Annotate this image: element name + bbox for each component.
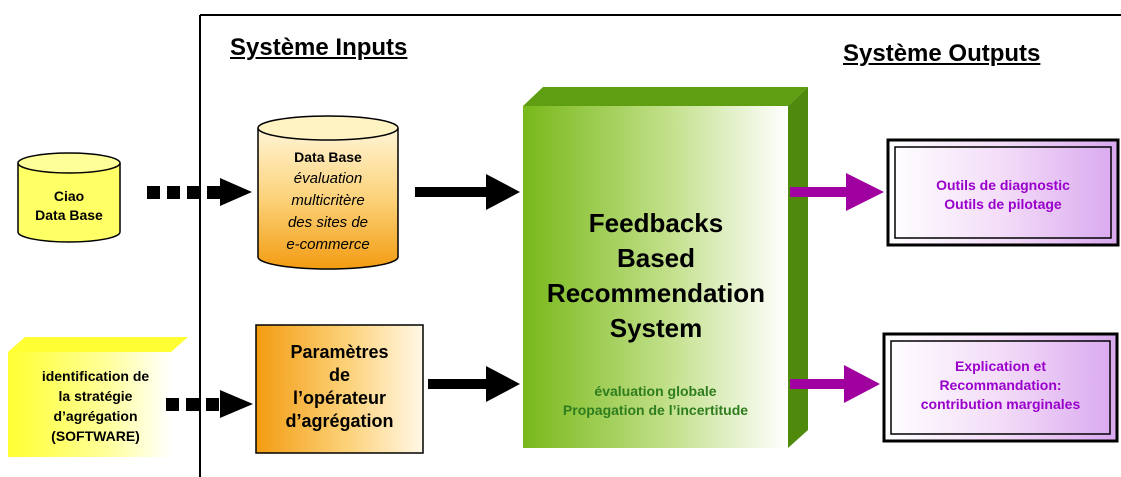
main-database-line2: multicritère xyxy=(291,192,365,209)
parametres-box xyxy=(255,324,424,454)
dotted-arrow-identification-to-parametres xyxy=(166,390,253,418)
system-line1: Feedbacks xyxy=(588,208,724,238)
system-line3: Recommendation xyxy=(546,278,766,308)
dotted-arrow-ciao-to-db xyxy=(147,178,252,206)
system-sublabel: évaluation globale Propagation de l’ince… xyxy=(523,382,788,420)
output-1-label: Outils de diagnostic Outils de pilotage xyxy=(895,176,1111,214)
identification-line2: la stratégie xyxy=(58,388,133,404)
main-database-line1: évaluation xyxy=(293,170,363,187)
main-database-line3: des sites de xyxy=(287,214,369,231)
output-box-1 xyxy=(886,138,1120,247)
system-label: Feedbacks Based Recommendation System xyxy=(520,206,792,346)
parametres-line1: Paramètres xyxy=(290,342,389,362)
inputs-heading: Système Inputs xyxy=(230,34,408,61)
main-database-label: Data Base évaluation multicritère des si… xyxy=(258,146,398,256)
main-database-title: Data Base xyxy=(294,149,362,165)
identification-box xyxy=(8,337,188,457)
purple-arrow-to-output-2 xyxy=(790,365,880,403)
identification-line4: (SOFTWARE) xyxy=(51,428,140,444)
outputs-heading: Système Outputs xyxy=(843,40,1041,67)
parametres-label: Paramètres de l’opérateur d’agrégation xyxy=(256,341,423,433)
system-sub2: Propagation de l’incertitude xyxy=(562,402,749,418)
system-line4: System xyxy=(609,313,703,343)
identification-line1: identification de xyxy=(41,368,150,384)
identification-line3: d’agrégation xyxy=(53,408,138,424)
arrow-db-to-system xyxy=(415,174,520,210)
output-2-line3: contribution marginales xyxy=(920,396,1081,412)
output-2-line1: Explication et xyxy=(954,358,1047,374)
main-database-cylinder xyxy=(257,115,399,270)
output-2-line2: Recommandation: xyxy=(939,377,1062,393)
output-1-line2: Outils de pilotage xyxy=(944,196,1062,212)
arrow-parametres-to-system xyxy=(428,366,520,402)
ciao-database-label: Ciao Data Base xyxy=(18,187,120,225)
parametres-line3: l’opérateur xyxy=(292,388,387,408)
main-database-line4: e-commerce xyxy=(286,236,370,253)
parametres-line2: de xyxy=(328,365,350,385)
ciao-database-cylinder xyxy=(17,152,121,243)
system-box xyxy=(523,87,808,448)
system-sub1: évaluation globale xyxy=(594,383,717,399)
ciao-database-line2: Data Base xyxy=(35,207,103,223)
output-2-label: Explication et Recommandation: contribut… xyxy=(891,357,1110,414)
ciao-database-line1: Ciao xyxy=(53,188,85,204)
purple-arrow-to-output-1 xyxy=(790,173,884,211)
parametres-line4: d’agrégation xyxy=(285,411,394,431)
output-1-line1: Outils de diagnostic xyxy=(936,177,1070,193)
identification-label: identification de la stratégie d’agrégat… xyxy=(8,366,183,446)
system-line2: Based xyxy=(616,243,696,273)
output-box-2 xyxy=(882,332,1119,443)
